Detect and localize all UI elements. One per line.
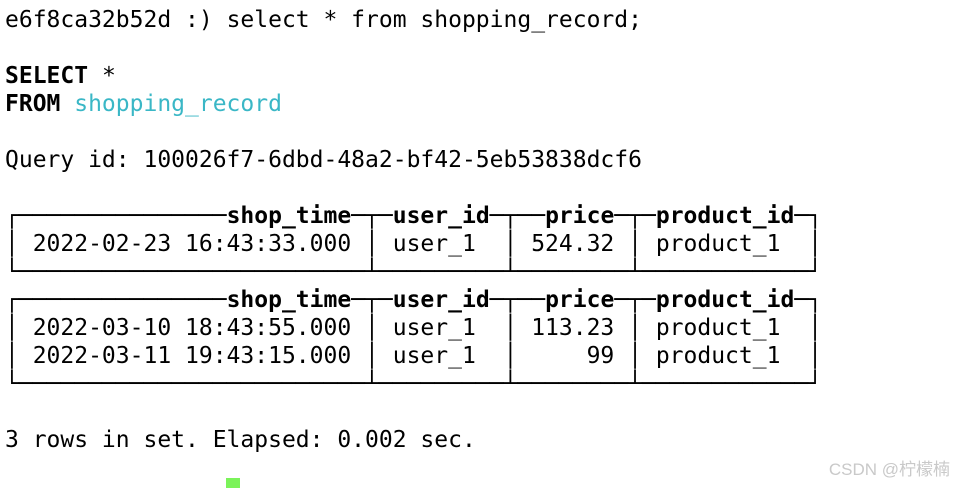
- shell-prompt: e6f8ca32b52d :): [5, 7, 227, 33]
- result-tables: ┌───────────────shop_time─┬─user_id─┬──p…: [5, 202, 822, 398]
- result-table: ┌───────────────shop_time─┬─user_id─┬──p…: [5, 286, 822, 398]
- typed-query: select * from shopping_record;: [226, 7, 642, 33]
- blank-line: [5, 174, 822, 202]
- terminal-screen[interactable]: e6f8ca32b52d :) select * from shopping_r…: [5, 6, 822, 454]
- status-line: 3 rows in set. Elapsed: 0.002 sec.: [5, 427, 476, 453]
- sql-from-line: FROM shopping_record: [5, 90, 822, 118]
- table-header-border: ┌───────────────shop_time─┬─user_id─┬──p…: [5, 203, 823, 229]
- terminal-cursor-block: [226, 478, 240, 488]
- sql-select-args: *: [88, 63, 116, 89]
- table-bottom-border: └─────────────────────────┴─────────┴───…: [5, 259, 822, 285]
- table-header-border: ┌───────────────shop_time─┬─user_id─┬──p…: [5, 287, 823, 313]
- watermark: CSDN @柠檬楠: [828, 460, 950, 479]
- table-row: │ 2022-03-11 19:43:15.000 │ user_1 │ 99 …: [5, 343, 822, 369]
- sql-from-keyword: FROM: [5, 91, 61, 117]
- table-row: │ 2022-03-10 18:43:55.000 │ user_1 │ 113…: [5, 315, 822, 341]
- table-bottom-border: └─────────────────────────┴─────────┴───…: [5, 371, 822, 397]
- blank-line: [5, 118, 822, 146]
- result-table: ┌───────────────shop_time─┬─user_id─┬──p…: [5, 202, 822, 286]
- table-row: │ 2022-02-23 16:43:33.000 │ user_1 │ 524…: [5, 231, 822, 257]
- query-id-line: Query id: 100026f7-6dbd-48a2-bf42-5eb538…: [5, 147, 642, 173]
- sql-table-identifier: shopping_record: [60, 91, 282, 117]
- prompt-line: e6f8ca32b52d :) select * from shopping_r…: [5, 6, 822, 34]
- sql-select-line: SELECT *: [5, 62, 822, 90]
- blank-line: [5, 398, 822, 426]
- sql-select-keyword: SELECT: [5, 63, 89, 89]
- blank-line: [5, 34, 822, 62]
